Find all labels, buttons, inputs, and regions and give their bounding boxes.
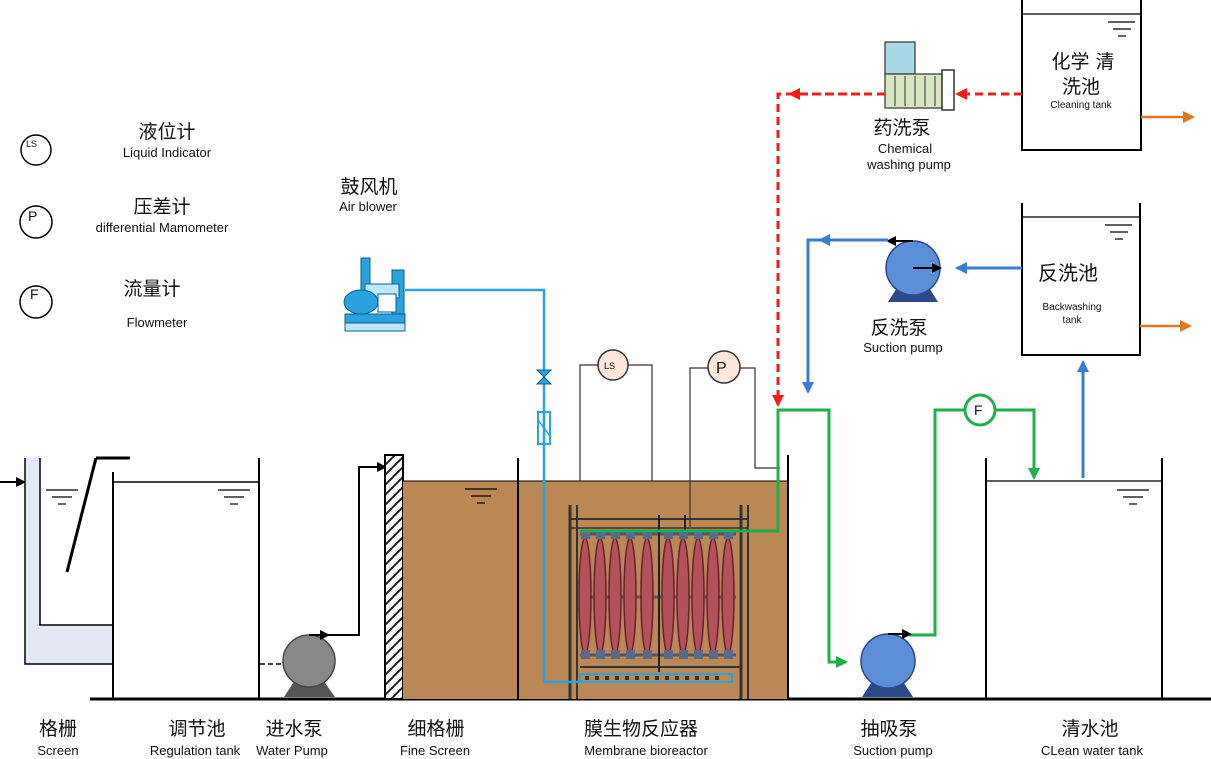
- pump-body-icon: [282, 634, 336, 688]
- label-water-pump-cn: 进水泵: [265, 718, 322, 740]
- chem-pump-label-cn: 药洗泵: [873, 117, 930, 139]
- ls-instrument-label: LS: [604, 361, 615, 371]
- label-fine-screen-en: Fine Screen: [400, 743, 470, 758]
- chemical-pump-icon: [884, 41, 955, 111]
- cleaning-tank-label-en: Cleaning tank: [1050, 100, 1112, 111]
- backwash-pump-label-cn: 反洗泵: [870, 317, 927, 339]
- water-level-icon: [218, 489, 250, 505]
- blower-label-en: Air blower: [339, 199, 397, 214]
- ls-symbol-icon: [20, 134, 52, 166]
- cleaning-tank-label-cn2: 洗池: [1062, 76, 1100, 98]
- backwash-tank-label-en1: Backwashing: [1043, 302, 1102, 313]
- blower-icon: [343, 257, 406, 332]
- legend-p-en: differential Mamometer: [96, 220, 229, 235]
- legend-ls-en: Liquid Indicator: [123, 145, 212, 160]
- suction-pump[interactable]: [860, 629, 916, 697]
- membrane-module: [568, 505, 749, 699]
- pump-discharge-line: [328, 462, 387, 636]
- label-clean-water-en: CLean water tank: [1041, 743, 1143, 758]
- backwash-tank-label-cn: 反洗池: [1038, 261, 1098, 285]
- air-flowmeter-icon: [537, 411, 551, 445]
- label-regulation-en: Regulation tank: [150, 743, 241, 758]
- legend-f-en: Flowmeter: [127, 315, 188, 330]
- regulation-tank: [113, 458, 260, 699]
- legend-ls-symbol: LS: [26, 139, 37, 149]
- legend-flowmeter: F 流量计 Flowmeter: [19, 278, 188, 330]
- label-suction-pump-cn: 抽吸泵: [860, 718, 917, 740]
- permeate-line: F: [580, 393, 1040, 668]
- legend-p-symbol: P: [28, 208, 37, 224]
- label-mbr-en: Membrane bioreactor: [584, 743, 708, 758]
- f-instrument-label: F: [974, 402, 983, 418]
- chem-pump-label-en2: washing pump: [866, 157, 951, 172]
- label-mbr-cn: 膜生物反应器: [584, 718, 698, 740]
- air-line: [405, 288, 580, 684]
- water-level-icon: [1105, 224, 1132, 240]
- label-regulation-cn: 调节池: [168, 718, 225, 740]
- label-screen-cn: 格栅: [39, 718, 77, 740]
- level-indicator-icon: [597, 349, 629, 381]
- screen-unit: [0, 456, 130, 699]
- flowmeter-icon: [963, 393, 997, 427]
- mbr-instruments: LS P: [579, 349, 780, 527]
- backwash-tank: 反洗池 Backwashing tank: [1021, 203, 1192, 356]
- legend-f-symbol: F: [30, 286, 39, 302]
- legend: LS 液位计 Liquid Indicator P 压差计 differenti…: [19, 121, 229, 330]
- chemical-line: [772, 92, 885, 407]
- backwash-pump-label-en: Suction pump: [863, 340, 943, 355]
- backwash-tank-label-en2: tank: [1063, 315, 1083, 326]
- backwash-pump[interactable]: 反洗泵 Suction pump: [802, 234, 1022, 394]
- chemical-cleaning-tank: 化学 清 洗池 Cleaning tank: [1021, 0, 1195, 151]
- pump-body-icon: [860, 633, 916, 689]
- label-water-pump-en: Water Pump: [256, 743, 328, 758]
- label-fine-screen-cn: 细格栅: [407, 718, 464, 740]
- chem-pump-label-en1: Chemical: [878, 141, 932, 156]
- water-level-icon: [46, 489, 78, 505]
- cleaning-tank-label-cn1: 化学 清: [1051, 51, 1114, 73]
- p-symbol-icon: [19, 205, 53, 239]
- mbr-tank: [403, 455, 789, 699]
- fine-screen: [384, 454, 404, 700]
- p-instrument-label: P: [716, 360, 727, 377]
- water-level-icon: [1117, 489, 1149, 505]
- label-clean-water-cn: 清水池: [1061, 718, 1118, 740]
- water-pump[interactable]: [260, 462, 387, 697]
- legend-differential-manometer: P 压差计 differential Mamometer: [19, 196, 229, 239]
- clean-water-tank: [985, 360, 1163, 699]
- screen-channel-fill: [25, 458, 113, 664]
- bottom-labels: 格栅 Screen 调节池 Regulation tank 进水泵 Water …: [37, 718, 1143, 758]
- f-symbol-icon: [19, 285, 53, 319]
- blower-label-cn: 鼓风机: [340, 176, 397, 198]
- label-screen-en: Screen: [37, 743, 78, 758]
- screen-bar: [65, 457, 98, 573]
- aeration-diffuser: [579, 673, 733, 683]
- chemical-washing-pump[interactable]: 药洗泵 Chemical washing pump: [772, 41, 1022, 407]
- water-level-icon: [1108, 21, 1135, 37]
- legend-p-cn: 压差计: [133, 196, 190, 218]
- legend-liquid-indicator: LS 液位计 Liquid Indicator: [20, 121, 212, 166]
- air-valve-icon[interactable]: [535, 369, 553, 385]
- backwash-line: [802, 238, 888, 394]
- label-suction-pump-en: Suction pump: [853, 743, 933, 758]
- water-level-icon: [465, 488, 497, 504]
- legend-ls-cn: 液位计: [138, 121, 195, 143]
- legend-f-cn: 流量计: [123, 278, 180, 300]
- air-blower[interactable]: 鼓风机 Air blower: [339, 176, 580, 684]
- pressure-gauge-icon: [707, 350, 741, 384]
